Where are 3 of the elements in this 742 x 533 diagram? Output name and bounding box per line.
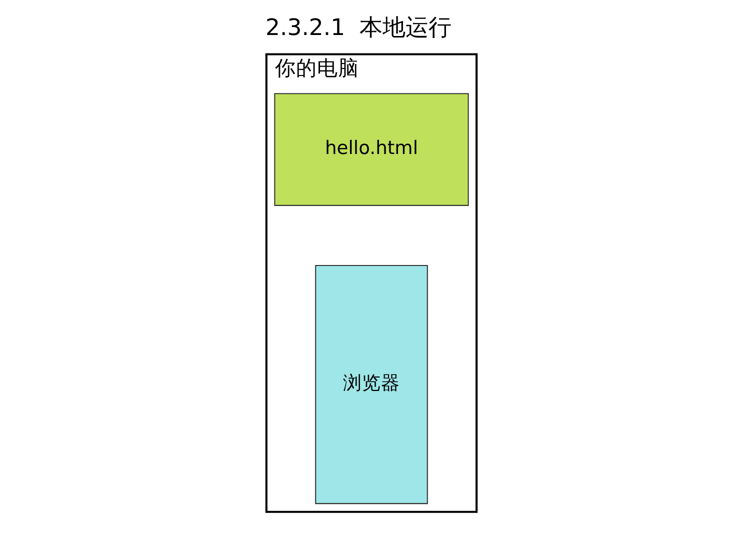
node-box: hello.html (274, 93, 468, 206)
node-box: 浏览器 (314, 264, 428, 504)
diagram-title: 2.3.2.1 本地运行 (264, 15, 452, 42)
